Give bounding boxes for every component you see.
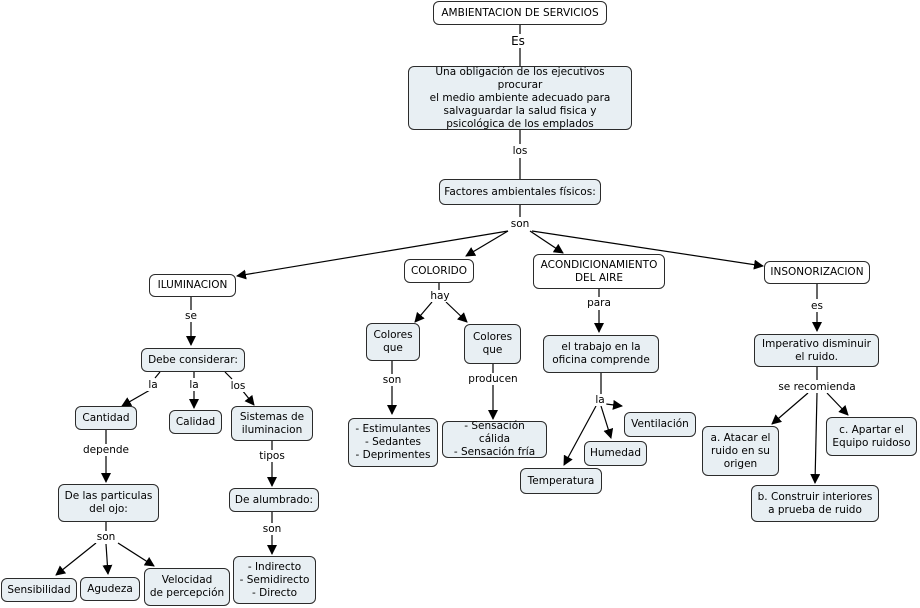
node-particulas[interactable]: De las particulas del ojo: — [58, 484, 159, 522]
node-factors[interactable]: Factores ambientales físicos: — [439, 179, 601, 205]
edge-son-agudeza — [102, 543, 113, 575]
node-cantidad[interactable]: Cantidad — [75, 406, 137, 430]
node-trabajo-oficina[interactable]: el trabajo en la oficina comprende — [543, 335, 659, 373]
edge-serec-construir — [810, 392, 821, 484]
edge-los-sistemas — [241, 389, 255, 406]
link-label-los: los — [510, 145, 530, 157]
node-atacar[interactable]: a. Atacar el ruido en su origen — [702, 426, 779, 476]
node-iluminacion[interactable]: ILUMINACION — [149, 274, 236, 297]
link-label-hay: hay — [428, 290, 452, 302]
node-colorido[interactable]: COLORIDO — [404, 259, 474, 283]
node-insonorizacion[interactable]: INSONORIZACION — [764, 261, 870, 284]
node-ventilacion[interactable]: Ventilación — [624, 412, 696, 437]
link-label-depende: depende — [80, 444, 132, 456]
edge-son-acondicionamiento — [529, 230, 564, 254]
edge-la-humedad — [600, 405, 614, 439]
edge-debe-los — [224, 371, 233, 380]
link-label-se: se — [183, 310, 199, 322]
node-colores-que-2[interactable]: Colores que — [464, 324, 521, 364]
edge-son-colorido — [465, 230, 509, 257]
edge-son-velocidad — [117, 542, 155, 567]
node-temperatura[interactable]: Temperatura — [520, 468, 602, 494]
node-velocidad[interactable]: Velocidad de percepción — [144, 568, 230, 606]
edge-son-insonorizacion — [531, 230, 764, 270]
link-label-son-colores: son — [380, 374, 404, 386]
node-calidad[interactable]: Calidad — [169, 410, 222, 434]
link-label-los-sistemas: los — [228, 380, 248, 392]
link-label-para: para — [585, 297, 613, 309]
node-construir[interactable]: b. Construir interiores a prueba de ruid… — [751, 485, 879, 522]
node-debe-considerar[interactable]: Debe considerar: — [141, 348, 245, 372]
edge-hay-colores2 — [445, 301, 468, 323]
node-imperativo[interactable]: Imperativo disminuir el ruido. — [754, 334, 879, 367]
node-estimulantes[interactable]: - Estimulantes - Sedantes - Deprimentes — [348, 418, 438, 467]
link-label-se-recomienda: se recomienda — [776, 381, 858, 393]
link-label-producen: producen — [466, 373, 520, 385]
node-apartar[interactable]: c. Apartar el Equipo ruidoso — [826, 417, 917, 456]
edge-hay-colores1 — [414, 301, 433, 323]
node-definition[interactable]: Una obligación de los ejecutivos procura… — [408, 66, 632, 130]
edge-la-temperatura — [563, 405, 597, 466]
link-label-son-factors: son — [508, 218, 532, 230]
node-root[interactable]: AMBIENTACION DE SERVICIOS — [433, 1, 607, 25]
node-humedad[interactable]: Humedad — [584, 441, 647, 466]
link-label-la-aire: la — [593, 394, 607, 406]
link-label-son-alumbrado: son — [260, 523, 284, 535]
node-agudeza[interactable]: Agudeza — [80, 577, 140, 601]
node-sensacion[interactable]: - Sensación cálida - Sensación fría — [442, 420, 547, 458]
node-sensibilidad[interactable]: Sensibilidad — [1, 578, 77, 602]
edge-serec-apartar — [826, 392, 849, 416]
link-label-es: Es — [509, 34, 527, 48]
edge-la1-cantidad — [121, 389, 151, 407]
link-label-la-1: la — [146, 379, 160, 391]
edge-debe-la1 — [154, 371, 161, 379]
edge-son-iluminacion — [236, 230, 509, 280]
link-label-tipos: tipos — [257, 450, 287, 462]
link-label-la-2: la — [187, 379, 201, 391]
link-label-son-ojo: son — [94, 531, 118, 543]
edge-son-sensibilidad — [55, 542, 97, 576]
node-tipos-alumbrado[interactable]: - Indirecto - Semidirecto - Directo — [233, 556, 316, 604]
link-label-es-inso: es — [809, 300, 825, 312]
node-alumbrado[interactable]: De alumbrado: — [229, 488, 319, 512]
node-acondicionamiento[interactable]: ACONDICIONAMIENTO DEL AIRE — [533, 254, 665, 289]
node-sistemas[interactable]: Sistemas de iluminacion — [231, 406, 313, 441]
edge-serec-atacar — [771, 392, 809, 425]
node-colores-que-1[interactable]: Colores que — [366, 323, 420, 361]
edge-la-ventilacion — [605, 399, 623, 410]
